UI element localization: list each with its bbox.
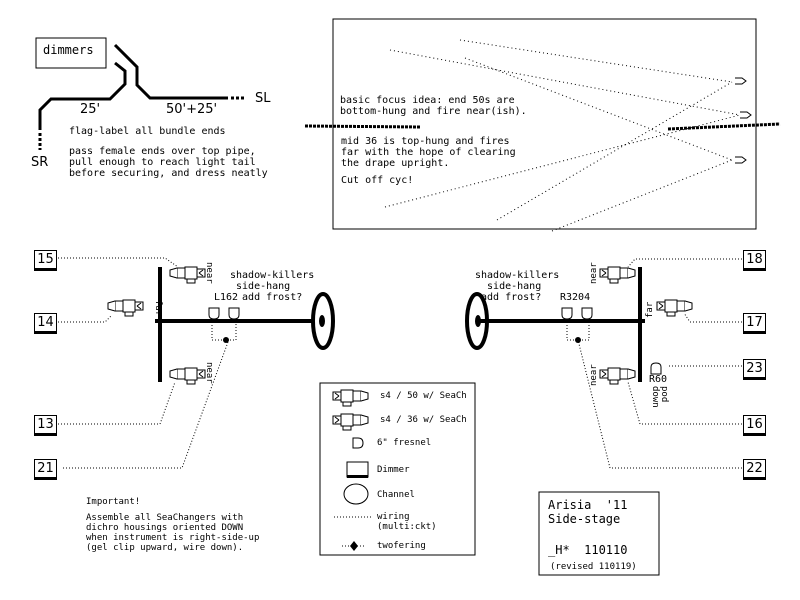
- left-boom-pipe: [158, 267, 162, 382]
- right-wiring: [566, 258, 742, 469]
- left-s4-near-bottom-icon: [170, 368, 205, 384]
- left-label-far: far: [153, 300, 163, 317]
- right-note: shadow-killers side-hang add frost?: [475, 270, 560, 303]
- right-gel: R3204: [560, 292, 591, 303]
- right-boom-base: [465, 292, 489, 350]
- right-fresnel-pod-icon: [650, 362, 662, 375]
- right-boom-pipe: [638, 267, 642, 382]
- dimmer-21: 21: [34, 459, 57, 480]
- pass-ends-note: pass female ends over top pipe, pull eno…: [69, 146, 268, 179]
- dimmers-box: [35, 37, 107, 69]
- focus-box: [332, 18, 757, 230]
- length-right: 50'+25': [166, 102, 218, 117]
- right-label-near-top: near: [589, 262, 599, 284]
- title-line-2: Side-stage: [548, 512, 621, 526]
- title-line-1: Arisia '11: [548, 498, 628, 512]
- left-boom-base: [311, 292, 335, 350]
- legend-box: [319, 382, 476, 556]
- legend-twofering-icon: [342, 541, 366, 551]
- right-label-far: far: [645, 301, 655, 318]
- right-s4-far-icon: [656, 299, 693, 317]
- right-twofer-node: [575, 337, 581, 343]
- length-left: 25': [80, 102, 101, 117]
- left-note: shadow-killers side-hang add frost?: [230, 270, 315, 303]
- focus-fresnel-icons: [735, 77, 752, 164]
- legend-label-wiring: wiring (multi:ckt): [377, 512, 437, 532]
- focus-text-2: mid 36 is top-hung and fires far with th…: [341, 136, 516, 169]
- left-twofer-node: [223, 337, 229, 343]
- legend-label-dimmer: Dimmer: [377, 465, 410, 475]
- focus-text-1: basic focus idea: end 50s are bottom-hun…: [340, 95, 527, 117]
- important-heading: Important!: [86, 497, 141, 507]
- dimmer-14: 14: [34, 313, 57, 334]
- right-label-near-bottom: near: [589, 364, 599, 386]
- focus-beams: [384, 39, 741, 232]
- left-fresnel-1-icon: [208, 307, 220, 320]
- dimmer-22: 22: [743, 459, 766, 480]
- left-label-near-bottom: near: [204, 362, 214, 384]
- sl-label: SL: [255, 91, 271, 106]
- left-fresnel-2-icon: [228, 307, 240, 320]
- important-body: Assemble all SeaChangers with dichro hou…: [86, 513, 260, 553]
- legend-label-s4-50: s4 / 50 w/ SeaCh: [380, 391, 467, 401]
- title-line-4: (revised 110119): [550, 562, 637, 572]
- left-side-arm: [155, 319, 315, 323]
- dimmer-18: 18: [743, 250, 766, 271]
- legend-label-s4-36: s4 / 36 w/ SeaCh: [380, 415, 467, 425]
- legend-s4-50-icon: [332, 389, 369, 407]
- drape-line: [304, 122, 781, 131]
- legend-label-fresnel: 6" fresnel: [377, 438, 432, 448]
- left-label-near-top: near: [204, 262, 214, 284]
- right-fresnel-1-icon: [561, 307, 573, 320]
- right-fresnel-gel: R60: [649, 374, 668, 385]
- left-gel: L162: [214, 292, 239, 303]
- legend-label-channel: Channel: [377, 490, 415, 500]
- dimmers-label: dimmers: [43, 43, 94, 57]
- legend-s4-36-icon: [332, 413, 369, 431]
- legend-fresnel-icon: [352, 437, 364, 449]
- right-fresnel-2-icon: [581, 307, 593, 320]
- cable-sr: [38, 61, 127, 130]
- dimmer-16: 16: [743, 415, 766, 436]
- dimmer-17: 17: [743, 313, 766, 334]
- focus-text-3: Cut off cyc!: [341, 175, 414, 186]
- dimmer-13: 13: [34, 415, 57, 436]
- left-s4-far-icon: [108, 300, 143, 316]
- sr-label: SR: [31, 155, 49, 170]
- legend-dimmer-icon: [346, 461, 369, 478]
- right-s4-near-bottom-icon: [599, 367, 636, 385]
- legend-label-twofering: twofering: [377, 541, 426, 551]
- dimmer-15: 15: [34, 250, 57, 271]
- left-s4-near-top-icon: [170, 267, 205, 283]
- dimmer-23: 23: [743, 359, 766, 380]
- right-side-arm: [480, 319, 645, 323]
- legend-channel-icon: [343, 483, 369, 505]
- right-s4-near-top-icon: [599, 266, 636, 284]
- cable-sl: [113, 43, 228, 100]
- flag-label-note: flag-label all bundle ends: [69, 126, 226, 137]
- right-label-pod-down: pod down: [650, 386, 669, 408]
- title-block: [538, 491, 660, 576]
- title-line-3: _H* 110110: [548, 543, 628, 557]
